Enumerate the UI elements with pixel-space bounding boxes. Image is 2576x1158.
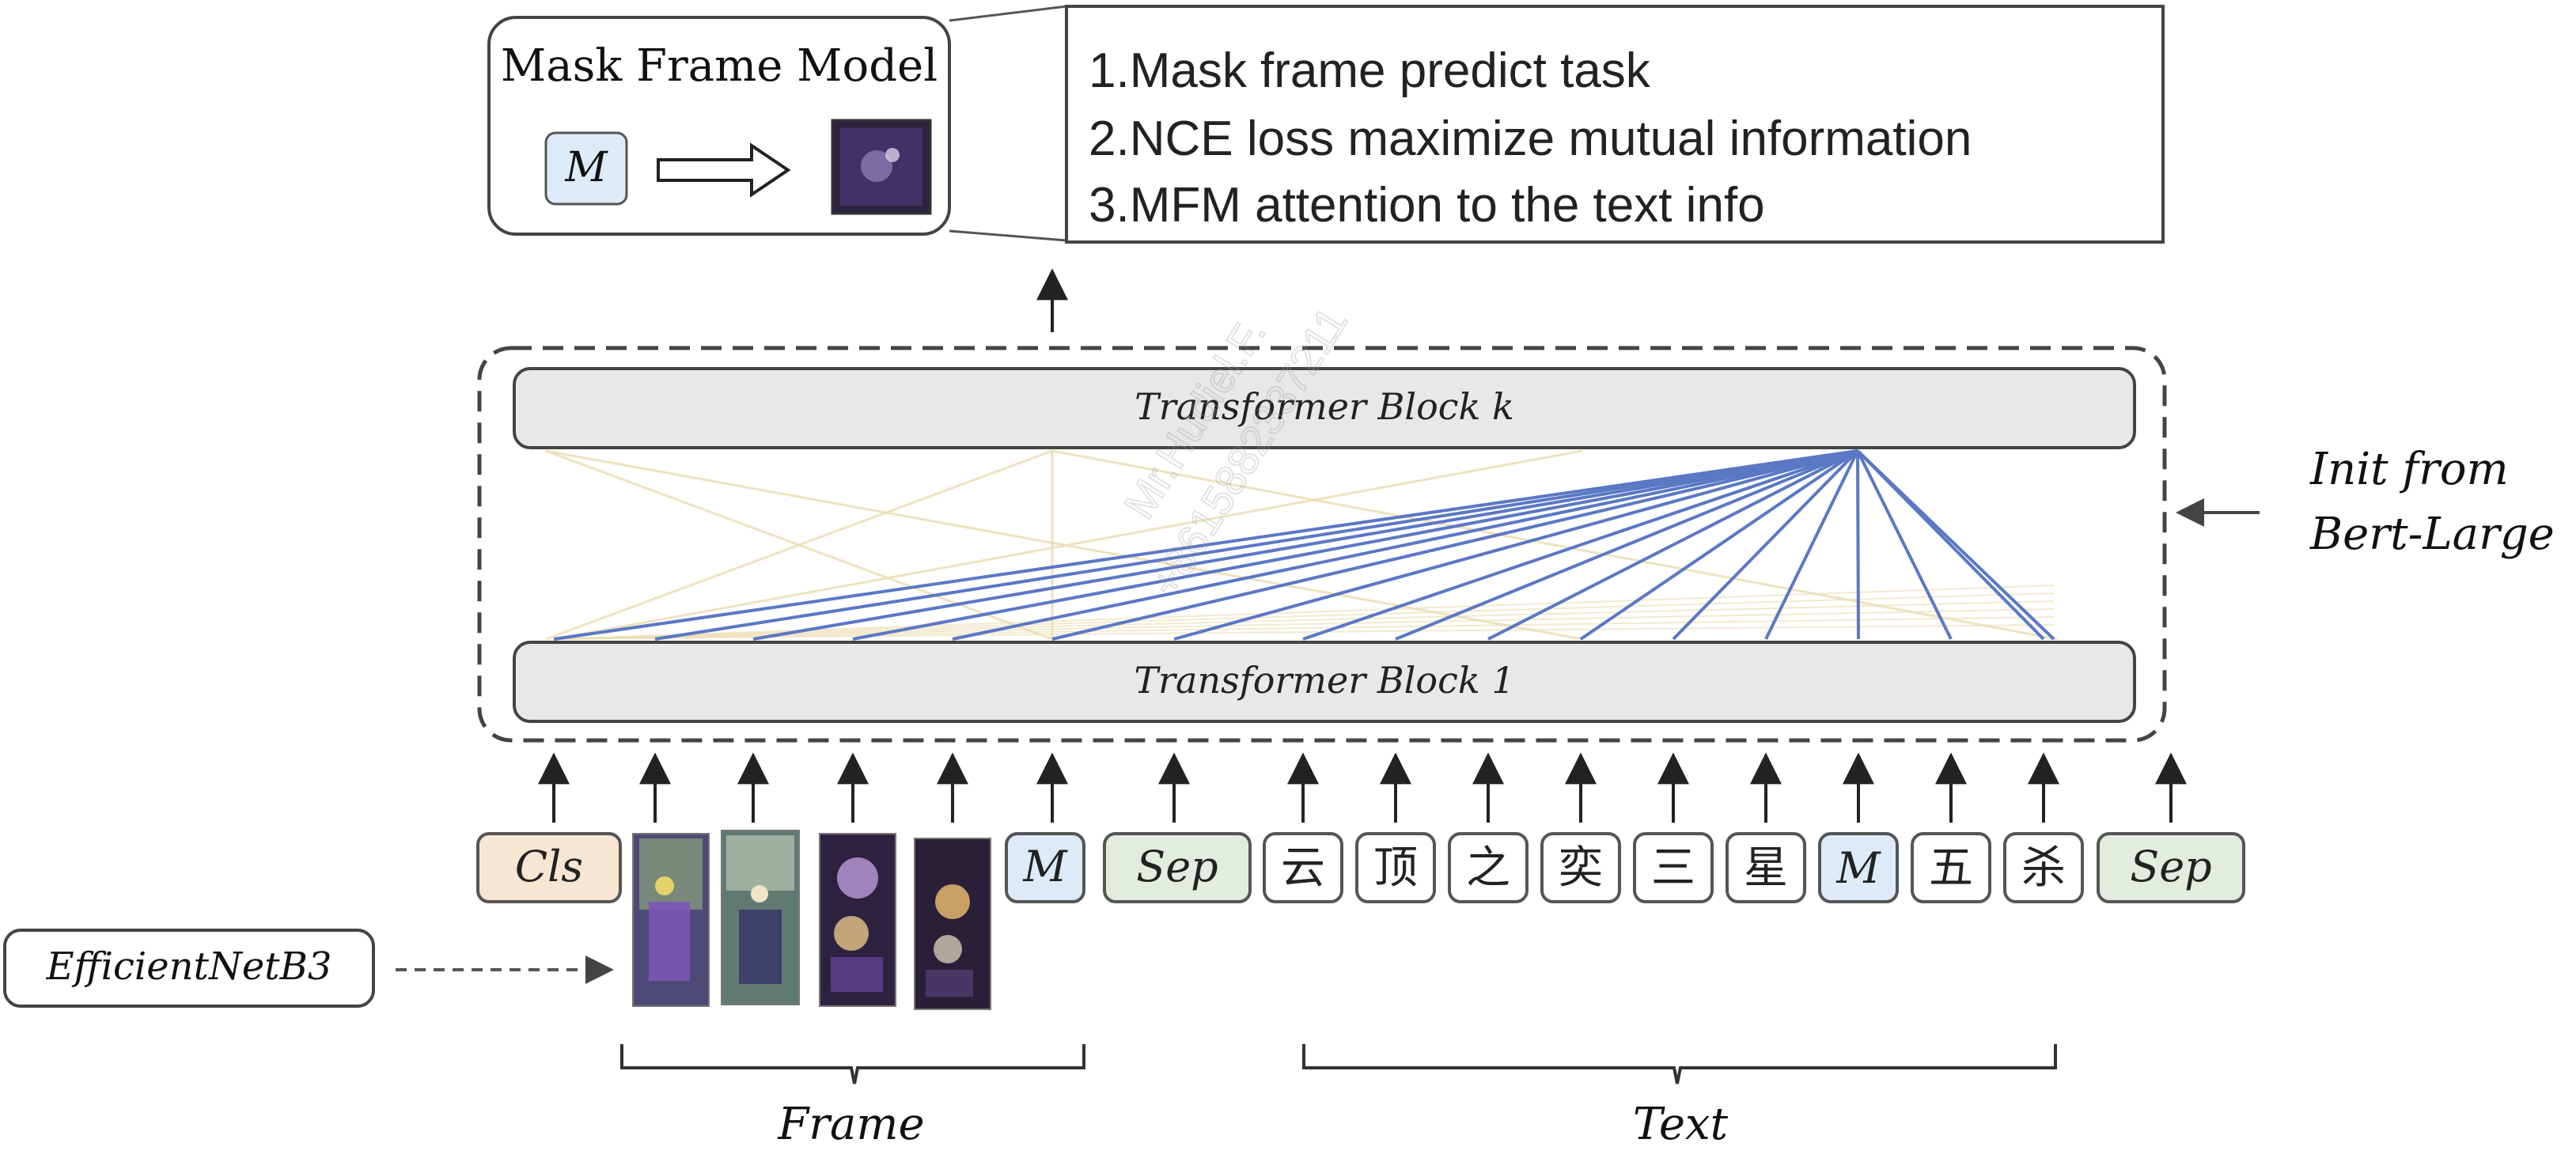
note-1: 1.Mask frame predict task <box>1089 44 1651 98</box>
token-row: Cls M <box>476 830 2245 1010</box>
attention-line <box>553 585 2055 640</box>
hollow-arrow-icon <box>657 142 791 198</box>
text-token-label: 奕 <box>1559 842 1603 894</box>
note-3: 3.MFM attention to the text info <box>1089 178 1765 233</box>
sep-token-2-label: Sep <box>2130 842 2212 891</box>
frame-group-label: Frame <box>777 1099 924 1150</box>
transformer-block-k: Transformer Block k <box>513 367 2136 449</box>
text-token: 云 <box>1263 832 1343 903</box>
attention-line <box>553 449 1583 641</box>
notes-box: 1.Mask frame predict task 2.NCE loss max… <box>1065 5 2165 244</box>
attention-line <box>553 624 2055 640</box>
sep-token-1: Sep <box>1103 832 1252 903</box>
attention-line <box>1302 449 1858 641</box>
frame-thumbnail-4 <box>914 838 991 1010</box>
predicted-frame-thumbnail <box>831 119 932 215</box>
text-token: 五 <box>1911 832 1991 903</box>
text-token-label: 三 <box>1651 842 1695 894</box>
attention-line <box>654 449 1858 641</box>
text-brace: Text <box>1302 1044 2057 1150</box>
attention-line <box>1051 449 2058 641</box>
attention-line <box>952 449 1858 641</box>
text-token: 杀 <box>2003 832 2084 903</box>
text-token-label: M <box>1835 843 1881 893</box>
frame-thumbnail-3 <box>819 833 896 1007</box>
text-token-label: 之 <box>1466 842 1510 894</box>
attention-line <box>1395 449 1858 641</box>
mask-frame-model-box: Mask Frame Model M <box>487 16 951 236</box>
text-token: 奕 <box>1540 832 1621 903</box>
transformer-stack-frame <box>477 346 2167 743</box>
init-line-2: Bert-Large <box>2309 509 2555 560</box>
attention-line <box>752 449 1858 641</box>
frame-mask-token: M <box>1005 832 1085 903</box>
attention-line <box>1856 450 1953 640</box>
attention-line <box>553 616 2055 640</box>
transformer-block-k-label: Transformer Block k <box>1135 385 1514 428</box>
frame-mask-token-label: M <box>1022 842 1068 891</box>
text-token: 之 <box>1448 832 1529 903</box>
mfm-mask-token <box>544 131 628 206</box>
cls-token-label: Cls <box>515 842 583 891</box>
attention-line <box>852 449 1858 641</box>
sep-token-1-label: Sep <box>1136 842 1218 891</box>
encoder-label: EfficientNetB3 <box>46 944 332 989</box>
mfm-title: Mask Frame Model <box>501 40 938 92</box>
attention-line <box>545 449 1053 641</box>
attention-line <box>1487 449 1858 641</box>
text-token: 星 <box>1726 832 1806 903</box>
sep-token-2: Sep <box>2097 832 2245 903</box>
frame-thumbnail-2 <box>721 830 800 1005</box>
text-token-label: 云 <box>1281 842 1325 894</box>
text-mask-token: M <box>1818 832 1899 903</box>
text-token-label: 杀 <box>2021 842 2066 894</box>
attention-line <box>553 608 2055 640</box>
attention-line <box>1764 450 1859 640</box>
attention-line <box>1856 449 2055 641</box>
frame-brace: Frame <box>620 1044 1085 1150</box>
attention-line <box>553 600 2055 640</box>
attention-line <box>1173 449 1858 641</box>
transformer-block-1: Transformer Block 1 <box>513 641 2136 723</box>
attention-line <box>553 449 1858 641</box>
attention-line <box>1579 449 1859 641</box>
text-token-label: 五 <box>1929 842 1973 894</box>
text-token: 三 <box>1633 832 1714 903</box>
note-2: 2.NCE loss maximize mutual information <box>1089 112 1972 166</box>
transformer-block-1-label: Transformer Block 1 <box>1134 659 1514 702</box>
attention-line <box>1051 449 1858 641</box>
cls-token: Cls <box>476 832 622 903</box>
init-line-1: Init from <box>2309 444 2509 495</box>
text-group-label: Text <box>1633 1099 1729 1150</box>
attention-lines-text <box>553 449 2055 641</box>
input-arrows <box>538 752 2187 823</box>
attention-line <box>1672 449 1859 641</box>
encoder-box: EfficientNetB3 <box>3 929 375 1008</box>
frame-thumbnail-1 <box>632 833 710 1007</box>
mfm-mask-token-label: M <box>564 144 608 191</box>
text-token-label: 顶 <box>1373 842 1418 894</box>
text-token: 顶 <box>1355 832 1436 903</box>
text-token-label: 星 <box>1744 842 1788 894</box>
